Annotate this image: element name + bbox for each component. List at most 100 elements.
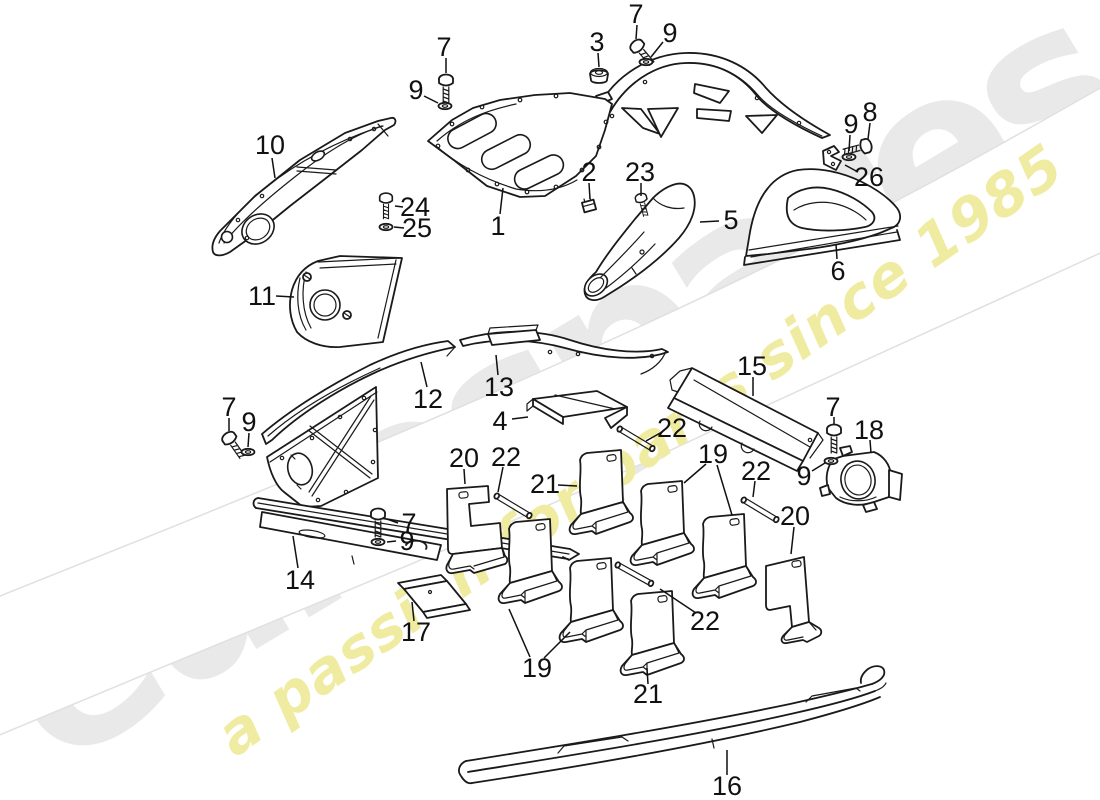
- leader-line-26: [844, 164, 859, 173]
- leader-line-19: [508, 608, 531, 658]
- part-10-side-lining: [211, 116, 397, 257]
- callout-3: 3: [589, 27, 604, 57]
- callout-11: 11: [248, 281, 276, 311]
- callout-7: 7: [825, 392, 840, 422]
- leader-line-9: [650, 41, 664, 58]
- callout-19: 19: [698, 439, 728, 469]
- callout-9: 9: [662, 18, 677, 48]
- callout-20: 20: [780, 501, 810, 531]
- callout-10: 10: [255, 130, 285, 160]
- callout-22: 22: [657, 413, 687, 443]
- screw-icon: [438, 73, 454, 104]
- leader-line-20: [790, 526, 795, 555]
- washer-icon: [638, 57, 654, 67]
- part-17-bracket: [397, 574, 471, 619]
- callout-22: 22: [690, 606, 720, 636]
- callout-21: 21: [633, 679, 663, 709]
- part-5-air-duct: [583, 182, 696, 301]
- callout-7: 7: [401, 508, 416, 538]
- washer-icon: [240, 447, 256, 457]
- callout-13: 13: [484, 372, 514, 402]
- part-21-flap-bottom: [619, 590, 685, 677]
- callout-1: 1: [490, 211, 505, 241]
- leader-line-3: [597, 52, 600, 68]
- part-1-cover-panel: [427, 92, 613, 198]
- leader-line-10: [271, 157, 276, 179]
- leader-line-7: [386, 518, 399, 524]
- leader-line-19: [683, 463, 707, 484]
- callout-9: 9: [408, 75, 423, 105]
- callout-17: 17: [401, 617, 431, 647]
- washer-icon: [370, 537, 386, 547]
- leader-line-14: [292, 535, 299, 569]
- callout-18: 18: [854, 415, 884, 445]
- callout-7: 7: [628, 0, 643, 29]
- leader-line-13: [495, 354, 499, 376]
- callout-6: 6: [830, 256, 845, 286]
- leader-line-25: [393, 226, 405, 229]
- washer-icon: [823, 456, 839, 466]
- callout-9: 9: [843, 109, 858, 139]
- callout-12: 12: [413, 384, 443, 414]
- part-16-bumper-rail: [458, 665, 887, 785]
- part-11-blower-cover: [289, 255, 403, 348]
- leader-line-4: [511, 416, 529, 420]
- callout-24: 24: [400, 192, 430, 222]
- callout-8: 8: [862, 97, 877, 127]
- leader-line-9: [811, 462, 826, 472]
- screw-icon: [378, 192, 394, 220]
- leader-line-8: [867, 122, 871, 140]
- callout-5: 5: [723, 205, 738, 235]
- callout-16: 16: [712, 771, 742, 800]
- leader-line-22: [645, 431, 663, 442]
- grommet-icon: [589, 67, 609, 84]
- part-20-right-flap: [765, 556, 823, 645]
- callout-2: 2: [581, 157, 596, 187]
- callout-9: 9: [796, 461, 811, 491]
- leader-line-1: [499, 187, 504, 215]
- callout-26: 26: [854, 162, 884, 192]
- callout-22: 22: [491, 442, 521, 472]
- washer-icon: [378, 222, 394, 232]
- callout-7: 7: [436, 32, 451, 62]
- callout-21: 21: [530, 469, 560, 499]
- callout-9: 9: [241, 407, 256, 437]
- part-13-cross-rail: [459, 324, 669, 375]
- leader-line-6: [835, 243, 838, 260]
- leader-line-24: [394, 205, 404, 208]
- part-6-air-scoop: [743, 168, 901, 266]
- callout-20: 20: [449, 443, 479, 473]
- part-19-flap-d: [558, 557, 624, 644]
- leader-line-12: [420, 361, 428, 388]
- part-15-cover-plate: [667, 367, 824, 472]
- clamp-bracket-icon: [822, 145, 842, 171]
- leader-line-11: [275, 295, 295, 298]
- part-18-duct-bracket: [819, 445, 903, 513]
- callout-22: 22: [741, 456, 771, 486]
- parts-artwork: [211, 36, 903, 785]
- leader-line-20: [463, 468, 466, 485]
- leader-line-22: [752, 480, 756, 498]
- callout-14: 14: [285, 565, 315, 595]
- leader-line-21: [557, 484, 578, 487]
- leader-line-17: [411, 601, 415, 622]
- leader-line-9: [423, 95, 439, 104]
- callout-23: 23: [625, 157, 655, 187]
- fasteners: [219, 36, 875, 547]
- leader-line-22: [659, 588, 697, 614]
- leader-line-22: [497, 466, 504, 493]
- callout-25: 25: [402, 213, 432, 243]
- leader-line-9: [247, 432, 250, 448]
- clip-nut-icon: [581, 196, 597, 214]
- callout-7: 7: [221, 392, 236, 422]
- callout-4: 4: [492, 406, 507, 436]
- leader-line-9: [848, 134, 851, 152]
- part-22-rod-d: [739, 495, 781, 525]
- callout-9: 9: [399, 526, 414, 556]
- callout-15: 15: [737, 351, 767, 381]
- part-19-flap-a: [629, 480, 695, 567]
- washer-icon: [437, 101, 453, 111]
